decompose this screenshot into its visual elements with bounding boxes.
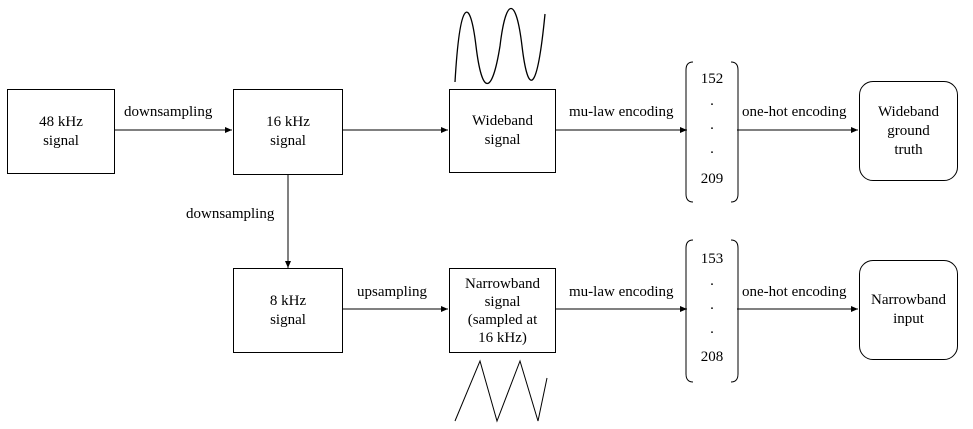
label-downsampling-top: downsampling [124,104,213,120]
vector-bottom-first-value: 153 [700,251,724,267]
box-wideband-signal: Wideband signal [449,89,556,173]
vector-top-last-value: 209 [700,171,724,187]
vector-top-dot-3: . [710,141,714,157]
sawtooth-wave-icon [454,359,548,423]
vector-bottom-dot-2: . [710,297,714,313]
label-upsampling: upsampling [357,284,427,300]
vector-bottom-dot-1: . [710,273,714,289]
vector-bracket-right-bottom [730,239,739,383]
vector-top-dot-1: . [710,93,714,109]
vector-bracket-right-top [730,61,739,203]
box-16khz-signal: 16 kHz signal [233,89,343,175]
label-onehot-top: one-hot encoding [742,104,847,120]
vector-top-dot-2: . [710,117,714,133]
label-mulaw-top: mu-law encoding [569,104,674,120]
label-onehot-bottom: one-hot encoding [742,284,847,300]
sine-wave-icon [454,8,546,84]
vector-bottom-last-value: 208 [700,349,724,365]
box-8khz-signal: 8 kHz signal [233,268,343,353]
box-48khz-signal: 48 kHz signal [7,89,115,174]
label-downsampling-vertical: downsampling [186,206,275,222]
box-wideband-ground-truth: Wideband ground truth [859,81,958,181]
box-narrowband-signal: Narrowband signal (sampled at 16 kHz) [449,268,556,353]
vector-bracket-left-top [685,61,694,203]
label-mulaw-bottom: mu-law encoding [569,284,674,300]
vector-top-first-value: 152 [700,71,724,87]
vector-bracket-left-bottom [685,239,694,383]
vector-bottom-dot-3: . [710,321,714,337]
box-narrowband-input: Narrowband input [859,260,958,360]
